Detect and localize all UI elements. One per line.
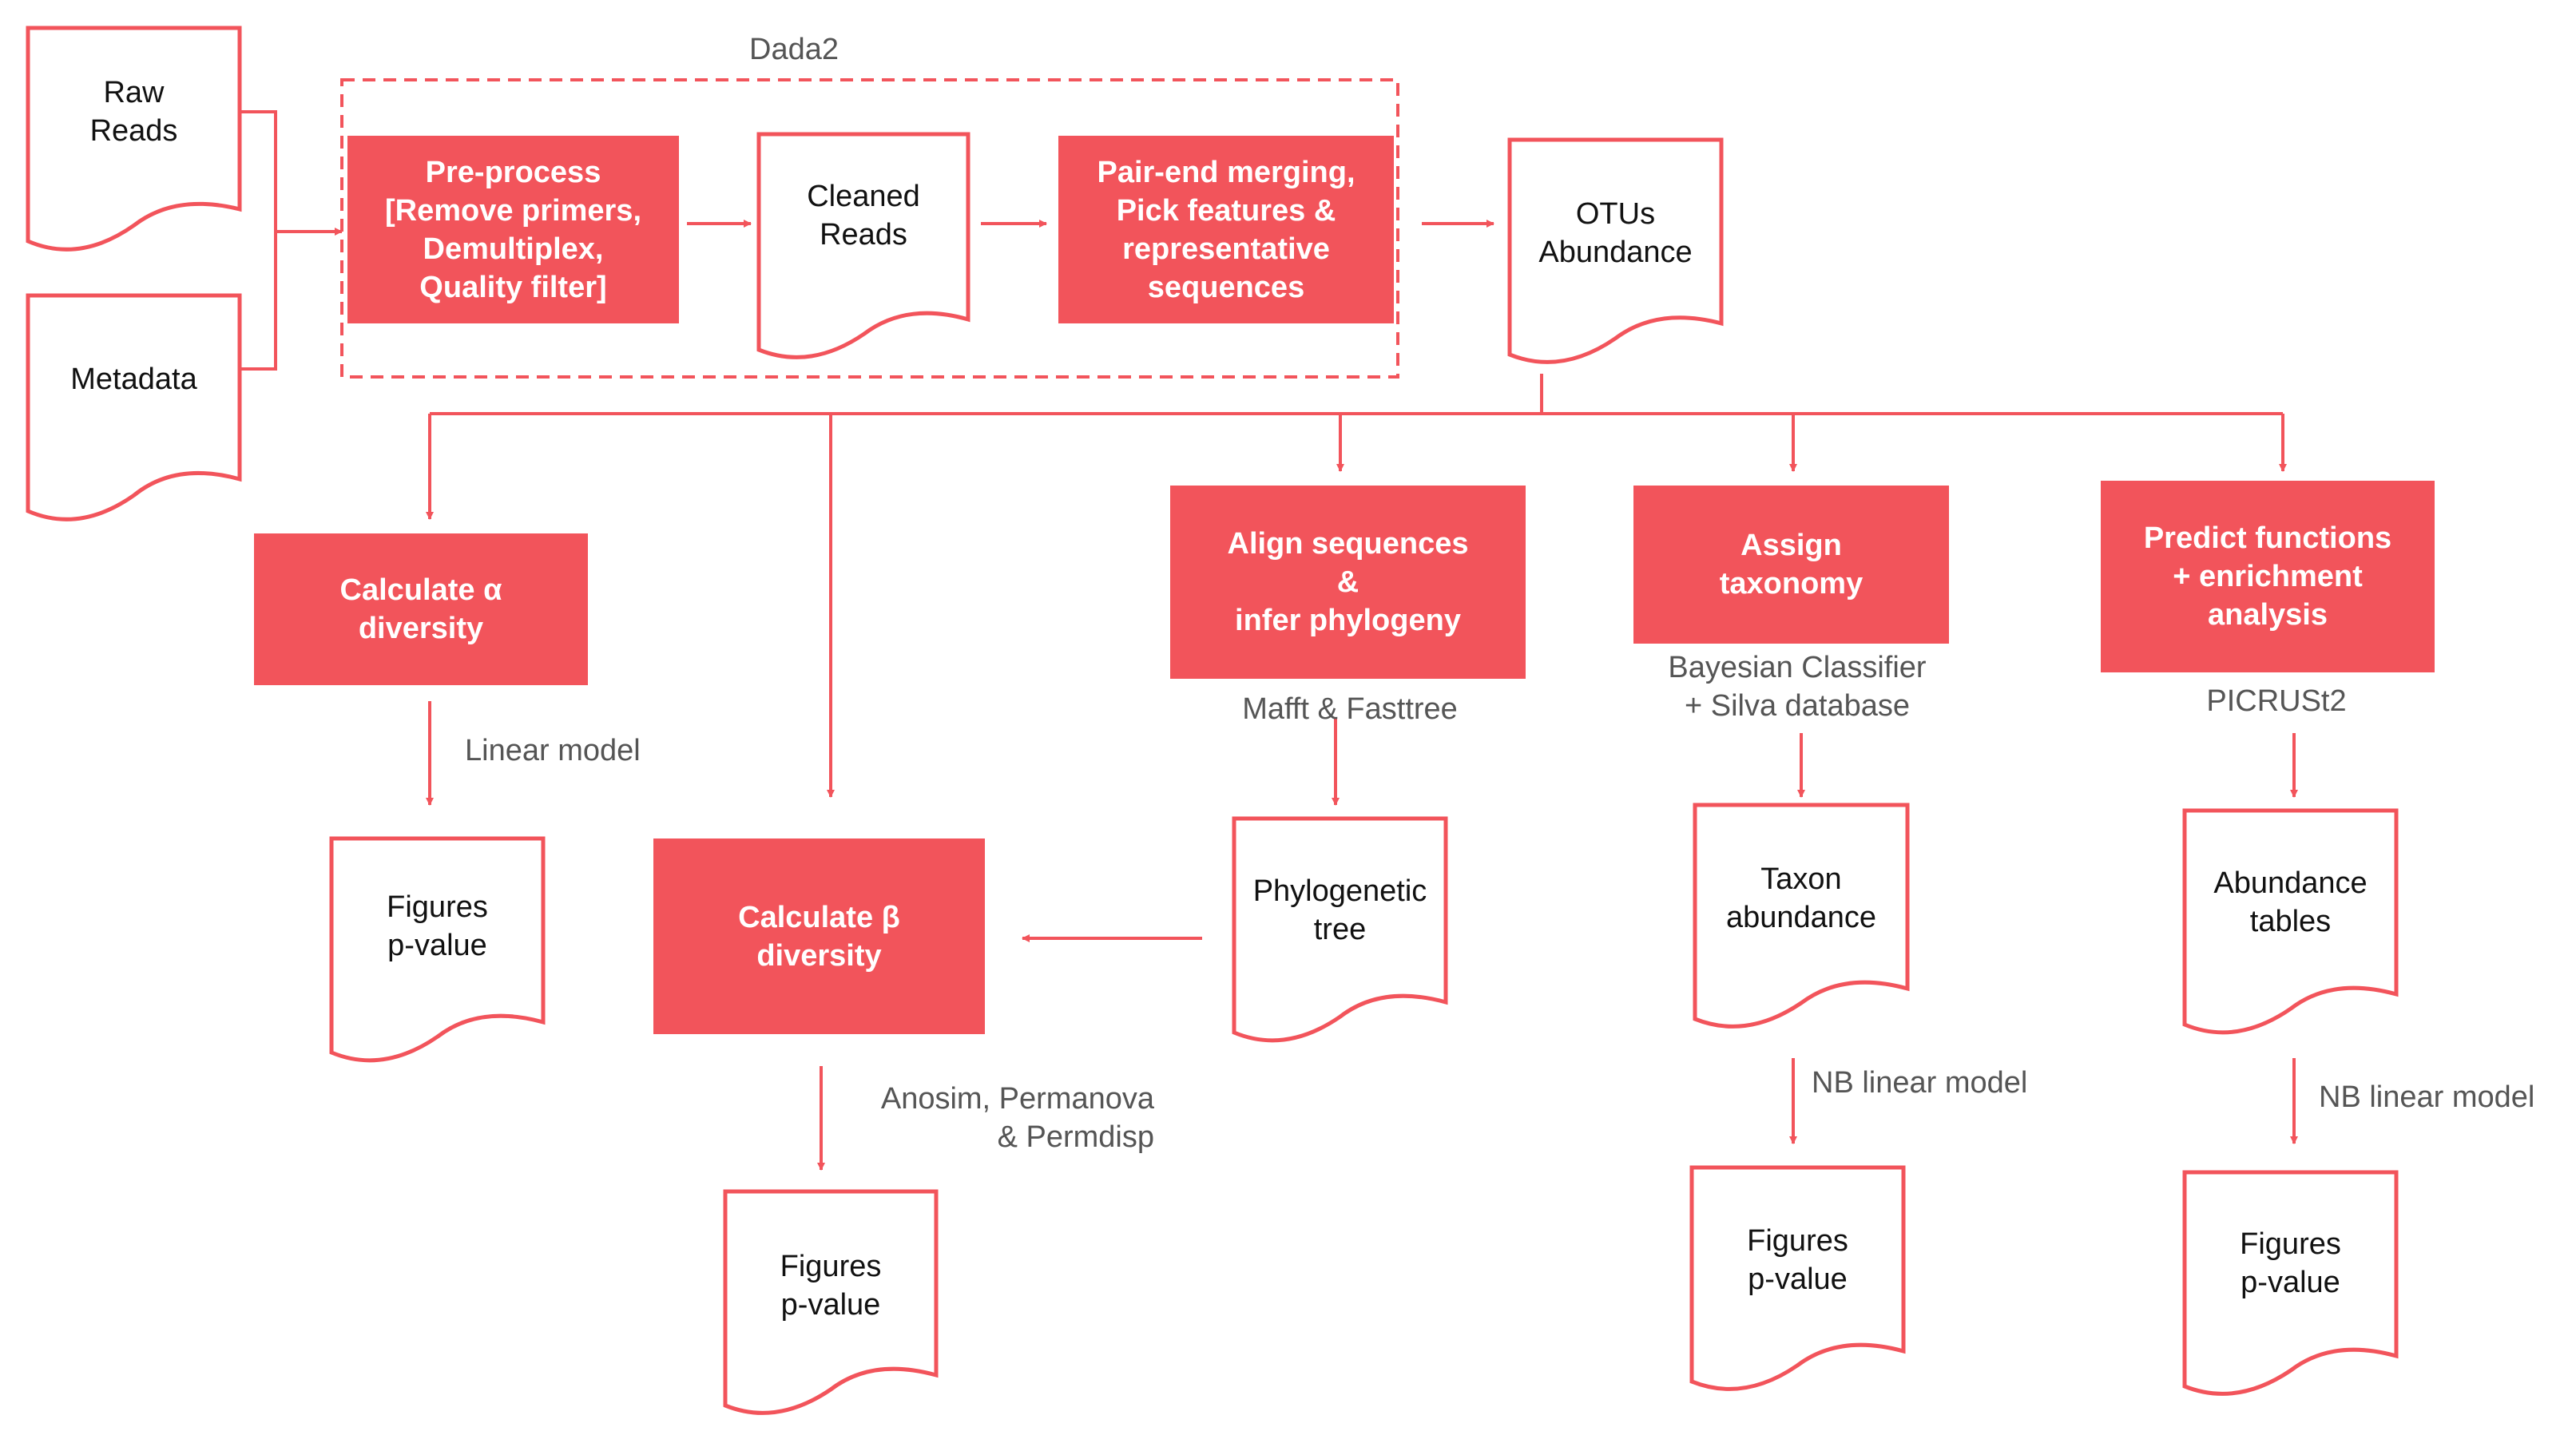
- assign-taxonomy-box: Assign taxonomy: [1633, 486, 1949, 644]
- document-shapes: [26, 26, 2399, 1415]
- calculate-alpha-box: Calculate α diversity: [254, 533, 588, 685]
- abundance-tables-text: Abundance tables: [2213, 866, 2368, 938]
- taxonomy-method-label: Bayesian Classifier + Silva database: [1668, 651, 1927, 723]
- phylogenetic-tree-doc-shape: [1232, 816, 1448, 1043]
- taxonomy-stat-method-label: NB linear model: [1812, 1066, 2028, 1100]
- predict-functions-box: Predict functions + enrichment analysis: [2101, 481, 2435, 672]
- merging-box: Pair-end merging, Pick features & repres…: [1058, 136, 1394, 323]
- functions-figures-doc-shape: [2182, 1170, 2399, 1396]
- alpha-figures-doc-shape: [329, 836, 546, 1063]
- otus-doc-shape: [1507, 137, 1724, 364]
- beta-figures-doc-shape: [723, 1189, 939, 1415]
- cleaned-reads-doc-shape: [756, 132, 970, 359]
- phylogenetic-tree-text: Phylogenetic tree: [1252, 874, 1427, 946]
- metadata-text: Metadata: [70, 363, 197, 396]
- taxon-abundance-doc-shape: [1693, 803, 1910, 1029]
- otus-abundance-text: OTUs Abundance: [1538, 197, 1693, 269]
- preprocess-box: Pre-process [Remove primers, Demultiplex…: [347, 136, 679, 323]
- beta-figures-text: Figures p-value: [780, 1250, 882, 1322]
- raw-reads-doc-shape: [26, 26, 242, 252]
- align-phylogeny-box: Align sequences & infer phylogeny: [1170, 486, 1526, 679]
- dada2-label: Dada2: [749, 33, 839, 66]
- phylogeny-method-label: Mafft & Fasttree: [1242, 692, 1458, 726]
- cleaned-reads-text: Cleaned Reads: [807, 180, 920, 252]
- metadata-doc-shape: [26, 293, 242, 521]
- alpha-figures-text: Figures p-value: [387, 890, 488, 962]
- calculate-beta-box: Calculate β diversity: [653, 838, 985, 1034]
- raw-reads-text: Raw Reads: [89, 76, 178, 148]
- input-merge-bracket: [240, 110, 277, 371]
- taxonomy-figures-doc-shape: [1689, 1165, 1906, 1391]
- functions-stat-method-label: NB linear model: [2319, 1080, 2535, 1114]
- functions-figures-text: Figures p-value: [2240, 1227, 2341, 1299]
- taxon-abundance-text: Taxon abundance: [1725, 862, 1877, 934]
- alpha-method-label: Linear model: [465, 734, 641, 767]
- taxonomy-figures-text: Figures p-value: [1747, 1224, 1848, 1296]
- functions-method-label: PICRUSt2: [2206, 684, 2347, 718]
- beta-method-label: Anosim, Permanova & Permdisp: [880, 1082, 1154, 1154]
- connectors: [240, 110, 2298, 1171]
- abundance-tables-doc-shape: [2182, 808, 2399, 1035]
